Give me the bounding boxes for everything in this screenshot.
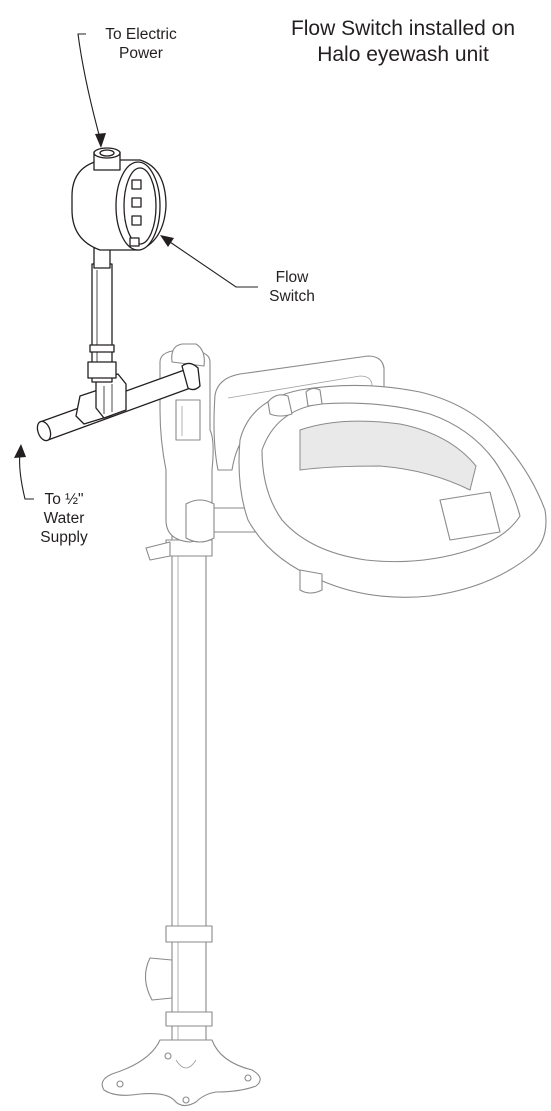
water-supply-label: To ½" Water Supply	[24, 490, 104, 547]
flow-switch-label: Flow Switch	[252, 268, 332, 306]
flow-switch-label-line-1: Flow	[275, 269, 309, 286]
electric-power-label-line-1: To Electric	[105, 26, 177, 43]
flow-switch-assembly	[36, 147, 201, 442]
flow-switch-label-line-2: Switch	[269, 288, 315, 305]
diagram-title: Flow Switch installed on Halo eyewash un…	[255, 16, 551, 68]
water-supply-label-line-3: Supply	[40, 529, 88, 546]
callout-leaders	[14, 33, 258, 500]
title-line-1: Flow Switch installed on	[290, 17, 516, 40]
flow-switch-leader	[166, 239, 258, 288]
title-line-2: Halo eyewash unit	[317, 43, 489, 66]
electric-power-label: To Electric Power	[86, 25, 196, 63]
electric-power-leader	[77, 33, 102, 143]
electric-power-label-line-2: Power	[119, 45, 163, 62]
electric-power-arrowhead	[95, 133, 106, 148]
water-supply-label-line-2: Water	[43, 510, 85, 527]
flow-switch-arrowhead	[160, 235, 174, 247]
push-handle	[145, 541, 171, 561]
water-supply-arrowhead	[14, 444, 26, 458]
water-supply-label-line-1: To ½"	[44, 491, 84, 508]
eyewash-unit	[101, 343, 547, 1107]
pedestal-base	[101, 1039, 261, 1107]
